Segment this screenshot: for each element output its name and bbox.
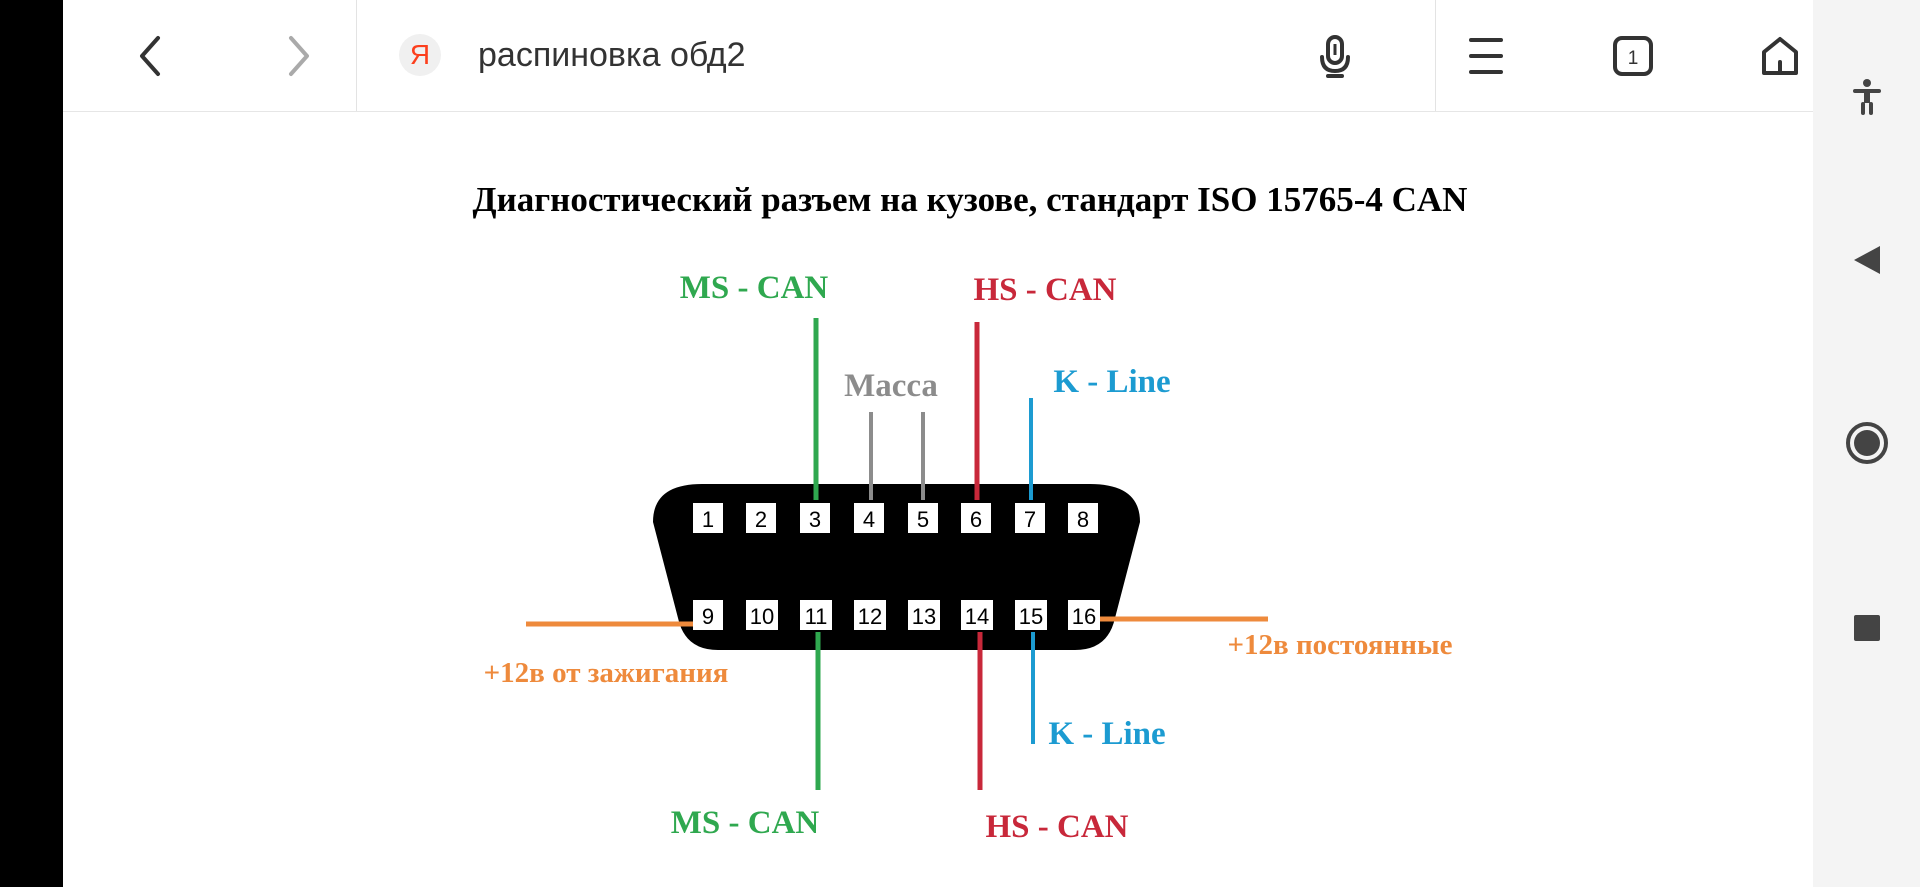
home-button[interactable]	[1740, 0, 1820, 111]
system-navigation-bar	[1813, 0, 1920, 887]
pin-number: 16	[1072, 604, 1096, 629]
pin-number: 15	[1019, 604, 1043, 629]
system-home-button[interactable]	[1813, 408, 1920, 478]
pin-slot	[961, 503, 991, 533]
pin-slot	[908, 503, 938, 533]
pin-number: 11	[805, 604, 828, 629]
pin-number: 14	[965, 604, 989, 629]
recents-square-icon	[1853, 615, 1880, 641]
pin-slot	[908, 600, 940, 630]
pin-number: 3	[809, 507, 821, 532]
home-icon	[1762, 36, 1798, 75]
label-hs-can-top: HS - CAN	[973, 272, 1116, 308]
pin-number: 4	[863, 507, 875, 532]
pin-slot	[1068, 600, 1100, 630]
pin-slot	[854, 600, 886, 630]
forward-arrow-icon	[289, 35, 309, 76]
toolbar-separator	[356, 0, 357, 111]
label-k-line-bottom: K - Line	[1048, 716, 1165, 752]
menu-icon	[1469, 37, 1503, 74]
label-hs-can-bottom: HS - CAN	[985, 809, 1128, 845]
obd2-pinout-diagram: Диагностический разъем на кузове, станда…	[473, 180, 1468, 845]
pin-slot	[746, 503, 776, 533]
system-back-button[interactable]	[1813, 225, 1920, 295]
label-ms-can-bottom: MS - CAN	[671, 805, 820, 841]
connector-body	[653, 484, 1140, 650]
voice-search-button[interactable]	[1300, 0, 1370, 111]
pin-slot	[693, 600, 723, 630]
pin-slot	[1015, 600, 1047, 630]
pin-slot	[1015, 503, 1045, 533]
pin-row-bottom	[693, 600, 1100, 630]
pin-number: 12	[858, 604, 882, 629]
system-recents-button[interactable]	[1813, 593, 1920, 663]
pin-number: 5	[917, 507, 929, 532]
yandex-logo-icon[interactable]: Я	[399, 34, 441, 76]
label-const: +12в постоянные	[1228, 629, 1453, 661]
back-triangle-icon	[1853, 246, 1880, 274]
tabs-count: 1	[1628, 48, 1639, 69]
toolbar-separator	[1435, 0, 1436, 111]
label-ign: +12в от зажигания	[484, 657, 729, 689]
tabs-icon: 1	[1613, 35, 1653, 76]
pin-row-top	[693, 503, 1098, 533]
page-content: Диагностический разъем на кузове, станда…	[63, 112, 1813, 887]
label-k-line-top: K - Line	[1053, 364, 1170, 400]
pin-slot	[746, 600, 778, 630]
pin-slot	[1068, 503, 1098, 533]
diagram-title: Диагностический разъем на кузове, станда…	[473, 180, 1468, 219]
label-ms-can-top: MS - CAN	[680, 270, 829, 306]
microphone-icon	[1320, 34, 1350, 78]
accessibility-icon	[1852, 79, 1881, 115]
accessibility-button[interactable]	[1813, 62, 1920, 132]
pin-number: 7	[1024, 507, 1036, 532]
browser-window: Я распиновка обд2 1	[63, 0, 1813, 887]
pin-number: 1	[702, 507, 714, 532]
search-query-field[interactable]: распиновка обд2	[478, 36, 746, 74]
pin-number: 2	[755, 507, 767, 532]
pin-slot	[800, 600, 832, 630]
pin-slot	[693, 503, 723, 533]
back-button[interactable]	[111, 0, 191, 111]
pin-slot	[961, 600, 993, 630]
pin-slot	[800, 503, 830, 533]
pin-number: 10	[750, 604, 774, 629]
pin-number: 8	[1077, 507, 1089, 532]
pin-number: 6	[970, 507, 982, 532]
label-massa: Масса	[844, 368, 938, 404]
back-arrow-icon	[140, 35, 160, 76]
pin-number: 9	[702, 604, 714, 629]
browser-toolbar: Я распиновка обд2 1	[63, 0, 1813, 112]
pin-number: 13	[912, 604, 936, 629]
forward-button[interactable]	[258, 0, 338, 111]
home-circle-icon	[1845, 422, 1888, 464]
pin-slot	[854, 503, 884, 533]
menu-button[interactable]	[1446, 0, 1526, 111]
tabs-button[interactable]: 1	[1593, 0, 1673, 111]
